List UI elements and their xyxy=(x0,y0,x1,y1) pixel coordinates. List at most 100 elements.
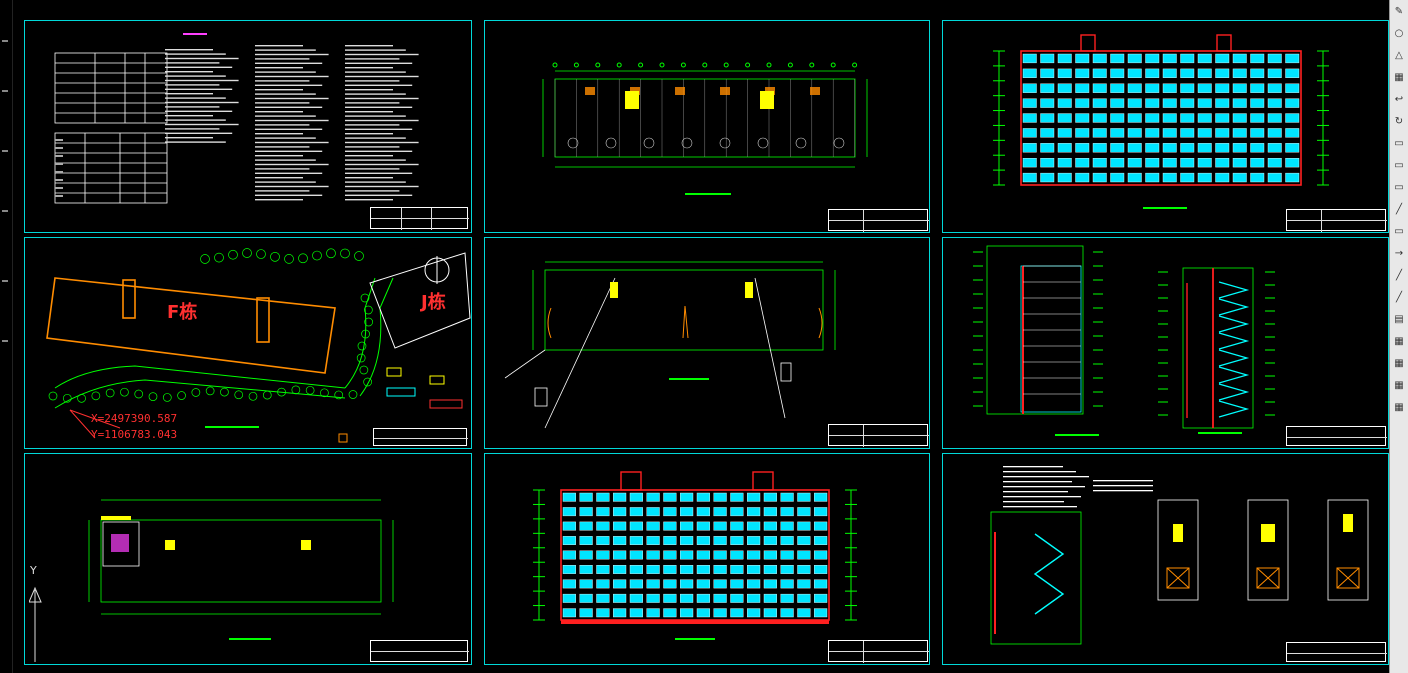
window xyxy=(797,550,811,560)
note-line xyxy=(255,49,316,51)
grid-icon[interactable]: ▦ xyxy=(1394,358,1404,369)
rect-icon[interactable]: ▭ xyxy=(1394,182,1404,193)
note-line xyxy=(255,133,303,135)
window xyxy=(562,550,576,560)
window xyxy=(1232,113,1247,123)
note-line xyxy=(345,89,393,91)
sheet-stair-details[interactable] xyxy=(942,453,1389,665)
window xyxy=(1022,158,1037,168)
circle-icon[interactable]: ○ xyxy=(1394,28,1404,39)
window xyxy=(1267,128,1282,138)
arrow-right-icon[interactable]: → xyxy=(1394,248,1404,259)
window xyxy=(663,521,677,531)
stair-details-drawing xyxy=(990,466,1369,645)
triangle-icon[interactable]: △ xyxy=(1395,50,1403,61)
note-line xyxy=(1003,471,1076,473)
line-icon[interactable]: ╱ xyxy=(1395,292,1403,303)
window xyxy=(696,507,710,517)
title-block xyxy=(828,209,929,232)
window xyxy=(730,579,744,589)
window xyxy=(596,550,610,560)
window xyxy=(747,521,761,531)
notes-drawing xyxy=(54,33,419,204)
window xyxy=(579,593,593,603)
window xyxy=(1180,68,1195,78)
window xyxy=(1250,98,1265,108)
window xyxy=(1127,158,1142,168)
window xyxy=(1040,53,1055,64)
window xyxy=(696,536,710,545)
window xyxy=(763,536,777,545)
window xyxy=(1285,98,1300,108)
window xyxy=(1162,53,1177,64)
window xyxy=(680,593,694,603)
window xyxy=(713,550,727,560)
window xyxy=(1057,83,1072,93)
sheet-north-elevation[interactable] xyxy=(484,453,930,665)
window xyxy=(814,521,828,531)
window xyxy=(562,507,576,517)
rect-icon[interactable]: ▭ xyxy=(1394,226,1404,237)
floor-plan-drawing xyxy=(542,62,868,195)
grid-icon[interactable]: ▦ xyxy=(1394,336,1404,347)
pencil-icon[interactable]: ✎ xyxy=(1394,6,1404,17)
title-block xyxy=(1286,426,1387,446)
window xyxy=(646,536,660,545)
note-line xyxy=(345,124,400,126)
window xyxy=(646,550,660,560)
window xyxy=(680,608,694,618)
sheet-design-notes[interactable] xyxy=(24,20,472,233)
window xyxy=(1162,113,1177,123)
window xyxy=(1250,53,1265,64)
arrow-icon[interactable]: ↩ xyxy=(1394,94,1404,105)
ground-floor-drawing xyxy=(88,499,394,640)
sheet-ground-floor[interactable]: Y xyxy=(24,453,472,665)
window xyxy=(1267,83,1282,93)
rect-icon[interactable]: ▭ xyxy=(1394,138,1404,149)
note-line xyxy=(345,177,393,179)
window xyxy=(696,565,710,574)
sheet-floor-plan[interactable] xyxy=(484,20,930,233)
window xyxy=(1075,128,1090,138)
window xyxy=(680,521,694,531)
window xyxy=(1127,68,1142,78)
note-line xyxy=(345,58,400,60)
ucs-icon xyxy=(29,586,42,662)
title-block xyxy=(370,640,469,662)
window xyxy=(1180,53,1195,64)
rotate-icon[interactable]: ↻ xyxy=(1394,116,1404,127)
window xyxy=(1022,172,1037,183)
window xyxy=(680,550,694,560)
window xyxy=(680,579,694,589)
sheet-roof-plan[interactable] xyxy=(484,237,930,449)
window xyxy=(1127,98,1142,108)
window xyxy=(747,492,761,502)
fill-icon[interactable]: ▤ xyxy=(1394,314,1404,325)
sheet-site-plan[interactable]: F栋 J栋 X=2497390.587 Y=1106783.043 xyxy=(24,237,472,449)
window xyxy=(696,593,710,603)
window xyxy=(713,579,727,589)
note-line xyxy=(165,57,239,60)
window xyxy=(1285,158,1300,168)
window xyxy=(663,608,677,618)
window xyxy=(646,608,660,618)
window xyxy=(680,536,694,545)
grid-icon[interactable]: ▦ xyxy=(1394,402,1404,413)
note-line xyxy=(345,137,406,139)
grid-icon[interactable]: ▦ xyxy=(1394,72,1404,83)
window xyxy=(596,579,610,589)
note-line xyxy=(345,168,400,170)
note-line xyxy=(345,141,419,144)
sheet-south-elevation[interactable] xyxy=(942,20,1389,233)
tree xyxy=(277,387,286,397)
note-line xyxy=(255,45,303,47)
window xyxy=(646,593,660,603)
line-icon[interactable]: ╱ xyxy=(1395,204,1403,215)
grid-icon[interactable]: ▦ xyxy=(1394,380,1404,391)
line-icon[interactable]: ╱ xyxy=(1395,270,1403,281)
rect-icon[interactable]: ▭ xyxy=(1394,160,1404,171)
window xyxy=(1285,68,1300,78)
sheet-sections[interactable] xyxy=(942,237,1389,449)
table-text xyxy=(55,139,63,141)
window xyxy=(730,593,744,603)
